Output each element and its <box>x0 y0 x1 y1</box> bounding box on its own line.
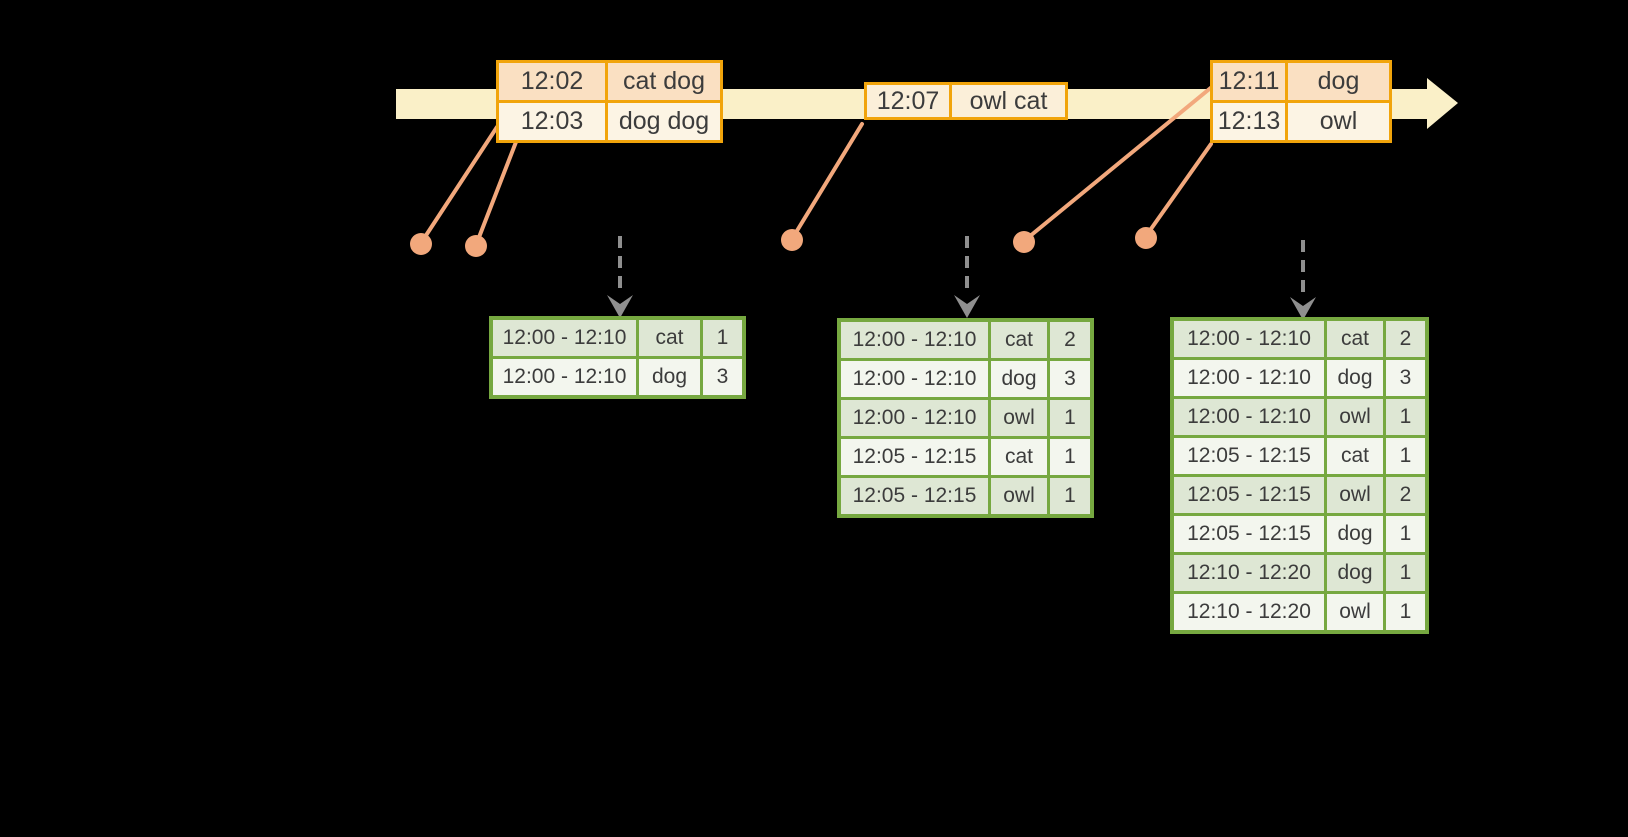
table-cell: owl <box>1324 591 1386 634</box>
event-dot <box>410 233 432 255</box>
trigger-arrows <box>618 236 1305 297</box>
table-cell: cat <box>988 318 1050 361</box>
table-cell: dog <box>1324 552 1386 594</box>
table-cell: owl <box>988 475 1050 518</box>
table-cell: owl <box>1285 100 1392 143</box>
table-cell: 12:05 - 12:15 <box>1170 474 1327 516</box>
event-link-line <box>1022 84 1215 243</box>
arrow-down-icon <box>607 295 633 318</box>
table-cell: 12:13 <box>1210 100 1288 143</box>
table-cell: 2 <box>1047 318 1094 361</box>
event-dots <box>410 227 1157 257</box>
table-cell: 1 <box>1047 397 1094 439</box>
table-cell: 12:00 - 12:10 <box>1170 396 1327 438</box>
table-cell: 12:05 - 12:15 <box>837 475 991 518</box>
table-cell: 1 <box>1047 475 1094 518</box>
table-cell: 3 <box>700 356 746 399</box>
table-cell: 3 <box>1383 357 1429 399</box>
table-cell: 12:11 <box>1210 60 1288 103</box>
table-cell: owl <box>988 397 1050 439</box>
event-dot <box>781 229 803 251</box>
table-cell: 1 <box>1383 513 1429 555</box>
table-cell: 12:05 - 12:15 <box>837 436 991 478</box>
table-cell: 12:00 - 12:10 <box>1170 357 1327 399</box>
table-cell: cat <box>988 436 1050 478</box>
table-cell: 1 <box>700 316 746 359</box>
table-cell: 12:00 - 12:10 <box>837 318 991 361</box>
table-cell: 12:00 - 12:10 <box>489 356 639 399</box>
table-cell: 1 <box>1047 436 1094 478</box>
arrow-down-icon <box>1290 297 1316 320</box>
table-cell: dog <box>636 356 703 399</box>
trigger-arrowheads <box>607 295 1316 320</box>
arrow-down-icon <box>954 295 980 318</box>
table-cell: dog <box>988 358 1050 400</box>
event-dot <box>465 235 487 257</box>
table-cell: dog <box>1324 357 1386 399</box>
table-cell: 1 <box>1383 552 1429 594</box>
table-cell: cat dog <box>605 60 723 103</box>
table-cell: 2 <box>1383 474 1429 516</box>
event-dot <box>1013 231 1035 253</box>
event-link-line <box>419 125 499 245</box>
table-cell: 12:00 - 12:10 <box>1170 317 1327 360</box>
table-cell: cat <box>1324 317 1386 360</box>
table-cell: dog <box>1285 60 1392 103</box>
table-cell: 12:10 - 12:20 <box>1170 591 1327 634</box>
table-cell: 2 <box>1383 317 1429 360</box>
event-link-lines <box>419 84 1215 247</box>
table-cell: 12:05 - 12:15 <box>1170 435 1327 477</box>
table-cell: 12:00 - 12:10 <box>837 358 991 400</box>
table-cell: dog dog <box>605 100 723 143</box>
table-cell: 12:03 <box>496 100 608 143</box>
event-link-line <box>790 122 864 241</box>
table-cell: 1 <box>1383 435 1429 477</box>
event-link-line <box>474 140 518 247</box>
table-cell: 1 <box>1383 591 1429 634</box>
event-dot <box>1135 227 1157 249</box>
table-cell: cat <box>636 316 703 359</box>
table-cell: owl <box>1324 396 1386 438</box>
table-cell: 12:02 <box>496 60 608 103</box>
event-link-line <box>1144 142 1213 238</box>
timeline-arrowhead-icon <box>1427 78 1458 129</box>
table-cell: owl <box>1324 474 1386 516</box>
table-cell: 12:07 <box>864 82 952 120</box>
table-cell: cat <box>1324 435 1386 477</box>
table-cell: 12:10 - 12:20 <box>1170 552 1327 594</box>
table-cell: 3 <box>1047 358 1094 400</box>
table-cell: owl cat <box>949 82 1068 120</box>
table-cell: 12:05 - 12:15 <box>1170 513 1327 555</box>
table-cell: 1 <box>1383 396 1429 438</box>
table-cell: 12:00 - 12:10 <box>489 316 639 359</box>
table-cell: dog <box>1324 513 1386 555</box>
table-cell: 12:00 - 12:10 <box>837 397 991 439</box>
